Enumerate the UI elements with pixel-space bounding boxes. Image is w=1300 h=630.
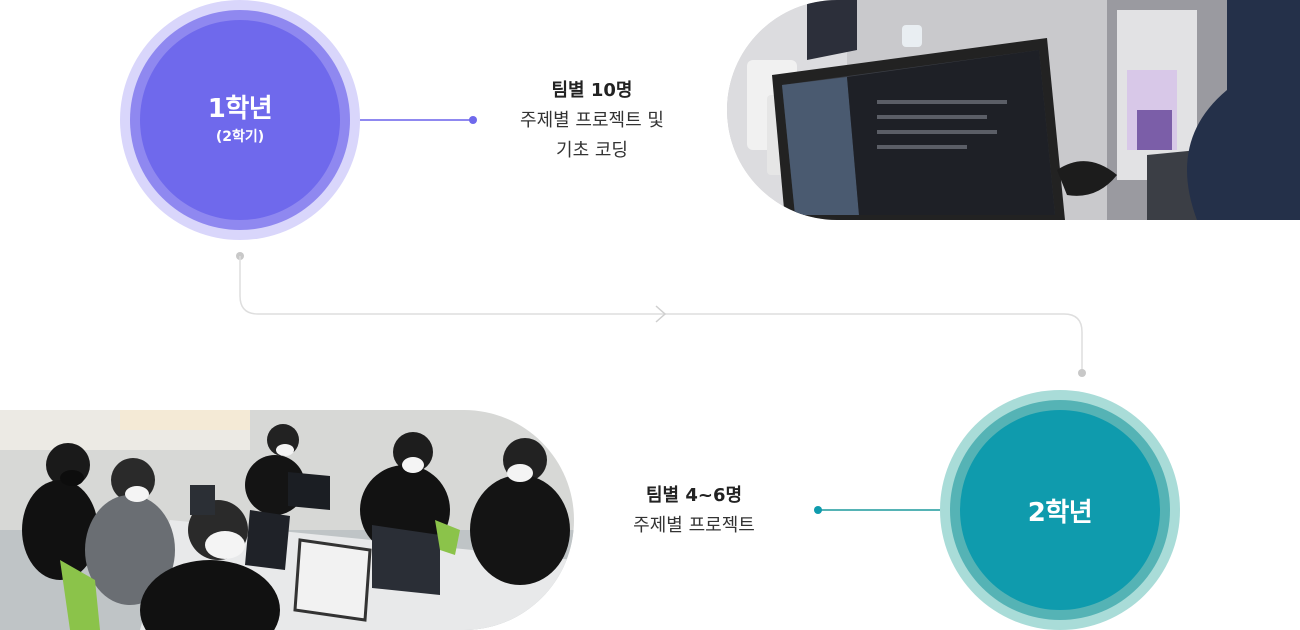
grade2-info-line1: 주제별 프로젝트 xyxy=(633,515,755,536)
grade1-info-headline: 팀별 10명 xyxy=(551,80,633,101)
grade1-circle: 1학년 (2학기) xyxy=(140,20,340,220)
grade1-connector-dot xyxy=(469,116,477,124)
connector-line xyxy=(239,256,1083,372)
students-photo-image xyxy=(0,410,574,630)
grade1-info-line2: 기초 코딩 xyxy=(556,140,628,161)
grade2-photo xyxy=(0,410,574,630)
grade1-connector-line xyxy=(360,119,472,121)
grade1-title: 1학년 xyxy=(207,94,273,124)
grade1-photo xyxy=(727,0,1300,220)
grade2-info: 팀별 4~6명 주제별 프로젝트 xyxy=(606,481,782,541)
grade1-subtitle: (2학기) xyxy=(215,129,265,145)
grade2-title: 2학년 xyxy=(1027,497,1093,528)
connector-end-dot xyxy=(1078,369,1086,377)
laptop-photo-image xyxy=(727,0,1300,220)
grade1-info: 팀별 10명 주제별 프로젝트 및 기초 코딩 xyxy=(496,76,688,166)
grade2-circle: 2학년 xyxy=(960,410,1160,610)
grade2-connector-dot xyxy=(814,506,822,514)
grade2-connector-line xyxy=(820,509,940,511)
connector-arrow-icon xyxy=(655,305,667,323)
grade2-info-headline: 팀별 4~6명 xyxy=(645,485,743,506)
grade1-info-line1: 주제별 프로젝트 및 xyxy=(520,110,664,131)
